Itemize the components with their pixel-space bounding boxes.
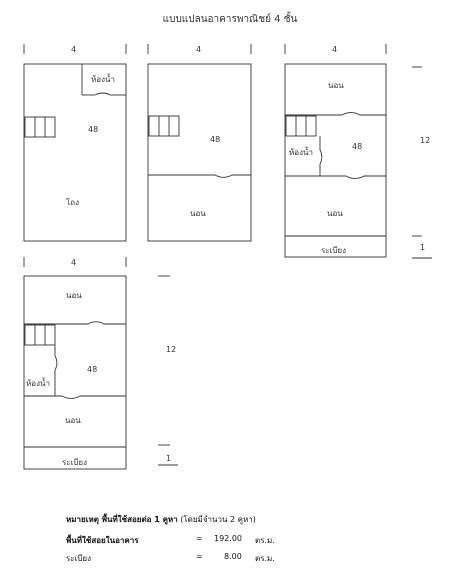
floor2-width-label: 4 bbox=[196, 45, 202, 54]
notes-row-balcony-label: ระเบียง bbox=[66, 554, 91, 563]
notes-row-balcony-value: 8.00 bbox=[224, 552, 242, 561]
floor3-area-label: 48 bbox=[352, 142, 363, 151]
floor4-balcony-depth-label: 1 bbox=[166, 454, 172, 463]
floor1-bathroom-label: ห้องน้ำ bbox=[91, 75, 115, 84]
floor3-width-label: 4 bbox=[332, 45, 338, 54]
floor4-balcony-label: ระเบียง bbox=[62, 458, 87, 467]
floor3-balcony-label: ระเบียง bbox=[321, 246, 346, 255]
floor4-bathroom-label: ห้องน้ำ bbox=[26, 379, 50, 388]
floor2-area-label: 48 bbox=[210, 135, 221, 144]
floor3-bathroom-label: ห้องน้ำ bbox=[289, 148, 313, 157]
floor2-bedroom-label: นอน bbox=[190, 209, 206, 218]
floor4-depth-label: 12 bbox=[166, 345, 177, 354]
floor3-bedroom-front-label: นอน bbox=[328, 81, 344, 90]
floor4-width-label: 4 bbox=[71, 258, 77, 267]
page-title: แบบแปลนอาคารพาณิชย์ 4 ชั้น bbox=[162, 14, 298, 25]
notes-row-balcony-eq: = bbox=[196, 552, 203, 561]
notes-row-building-unit: ตร.ม. bbox=[255, 536, 275, 545]
floor4-bedroom-back-label: นอน bbox=[65, 416, 81, 425]
floor3-bedroom-back-label: นอน bbox=[327, 209, 343, 218]
floor4-bedroom-front-label: นอน bbox=[66, 291, 82, 300]
notes-row-balcony-unit: ตร.ม. bbox=[255, 554, 275, 563]
floor3-balcony-depth-label: 1 bbox=[420, 243, 426, 252]
floor4-area-label: 48 bbox=[87, 365, 98, 374]
notes-row-building-value: 192.00 bbox=[214, 534, 242, 543]
notes-row-building-label: พื้นที่ใช้สอยในอาคาร bbox=[66, 536, 139, 545]
notes-row-building-eq: = bbox=[196, 534, 203, 543]
floor1-hall-label: โถง bbox=[66, 198, 80, 207]
floor3-depth-label: 12 bbox=[420, 136, 431, 145]
notes-heading-bold: หมายเหตุ พื้นที่ใช้สอยต่อ 1 คูหา bbox=[66, 515, 178, 524]
notes-heading: หมายเหตุ พื้นที่ใช้สอยต่อ 1 คูหา (โดยมีจ… bbox=[66, 513, 256, 526]
notes-heading-rest: (โดยมีจำนวน 2 คูหา) bbox=[180, 515, 256, 524]
floor1-width-label: 4 bbox=[71, 45, 77, 54]
floor1-area-label: 48 bbox=[88, 125, 99, 134]
